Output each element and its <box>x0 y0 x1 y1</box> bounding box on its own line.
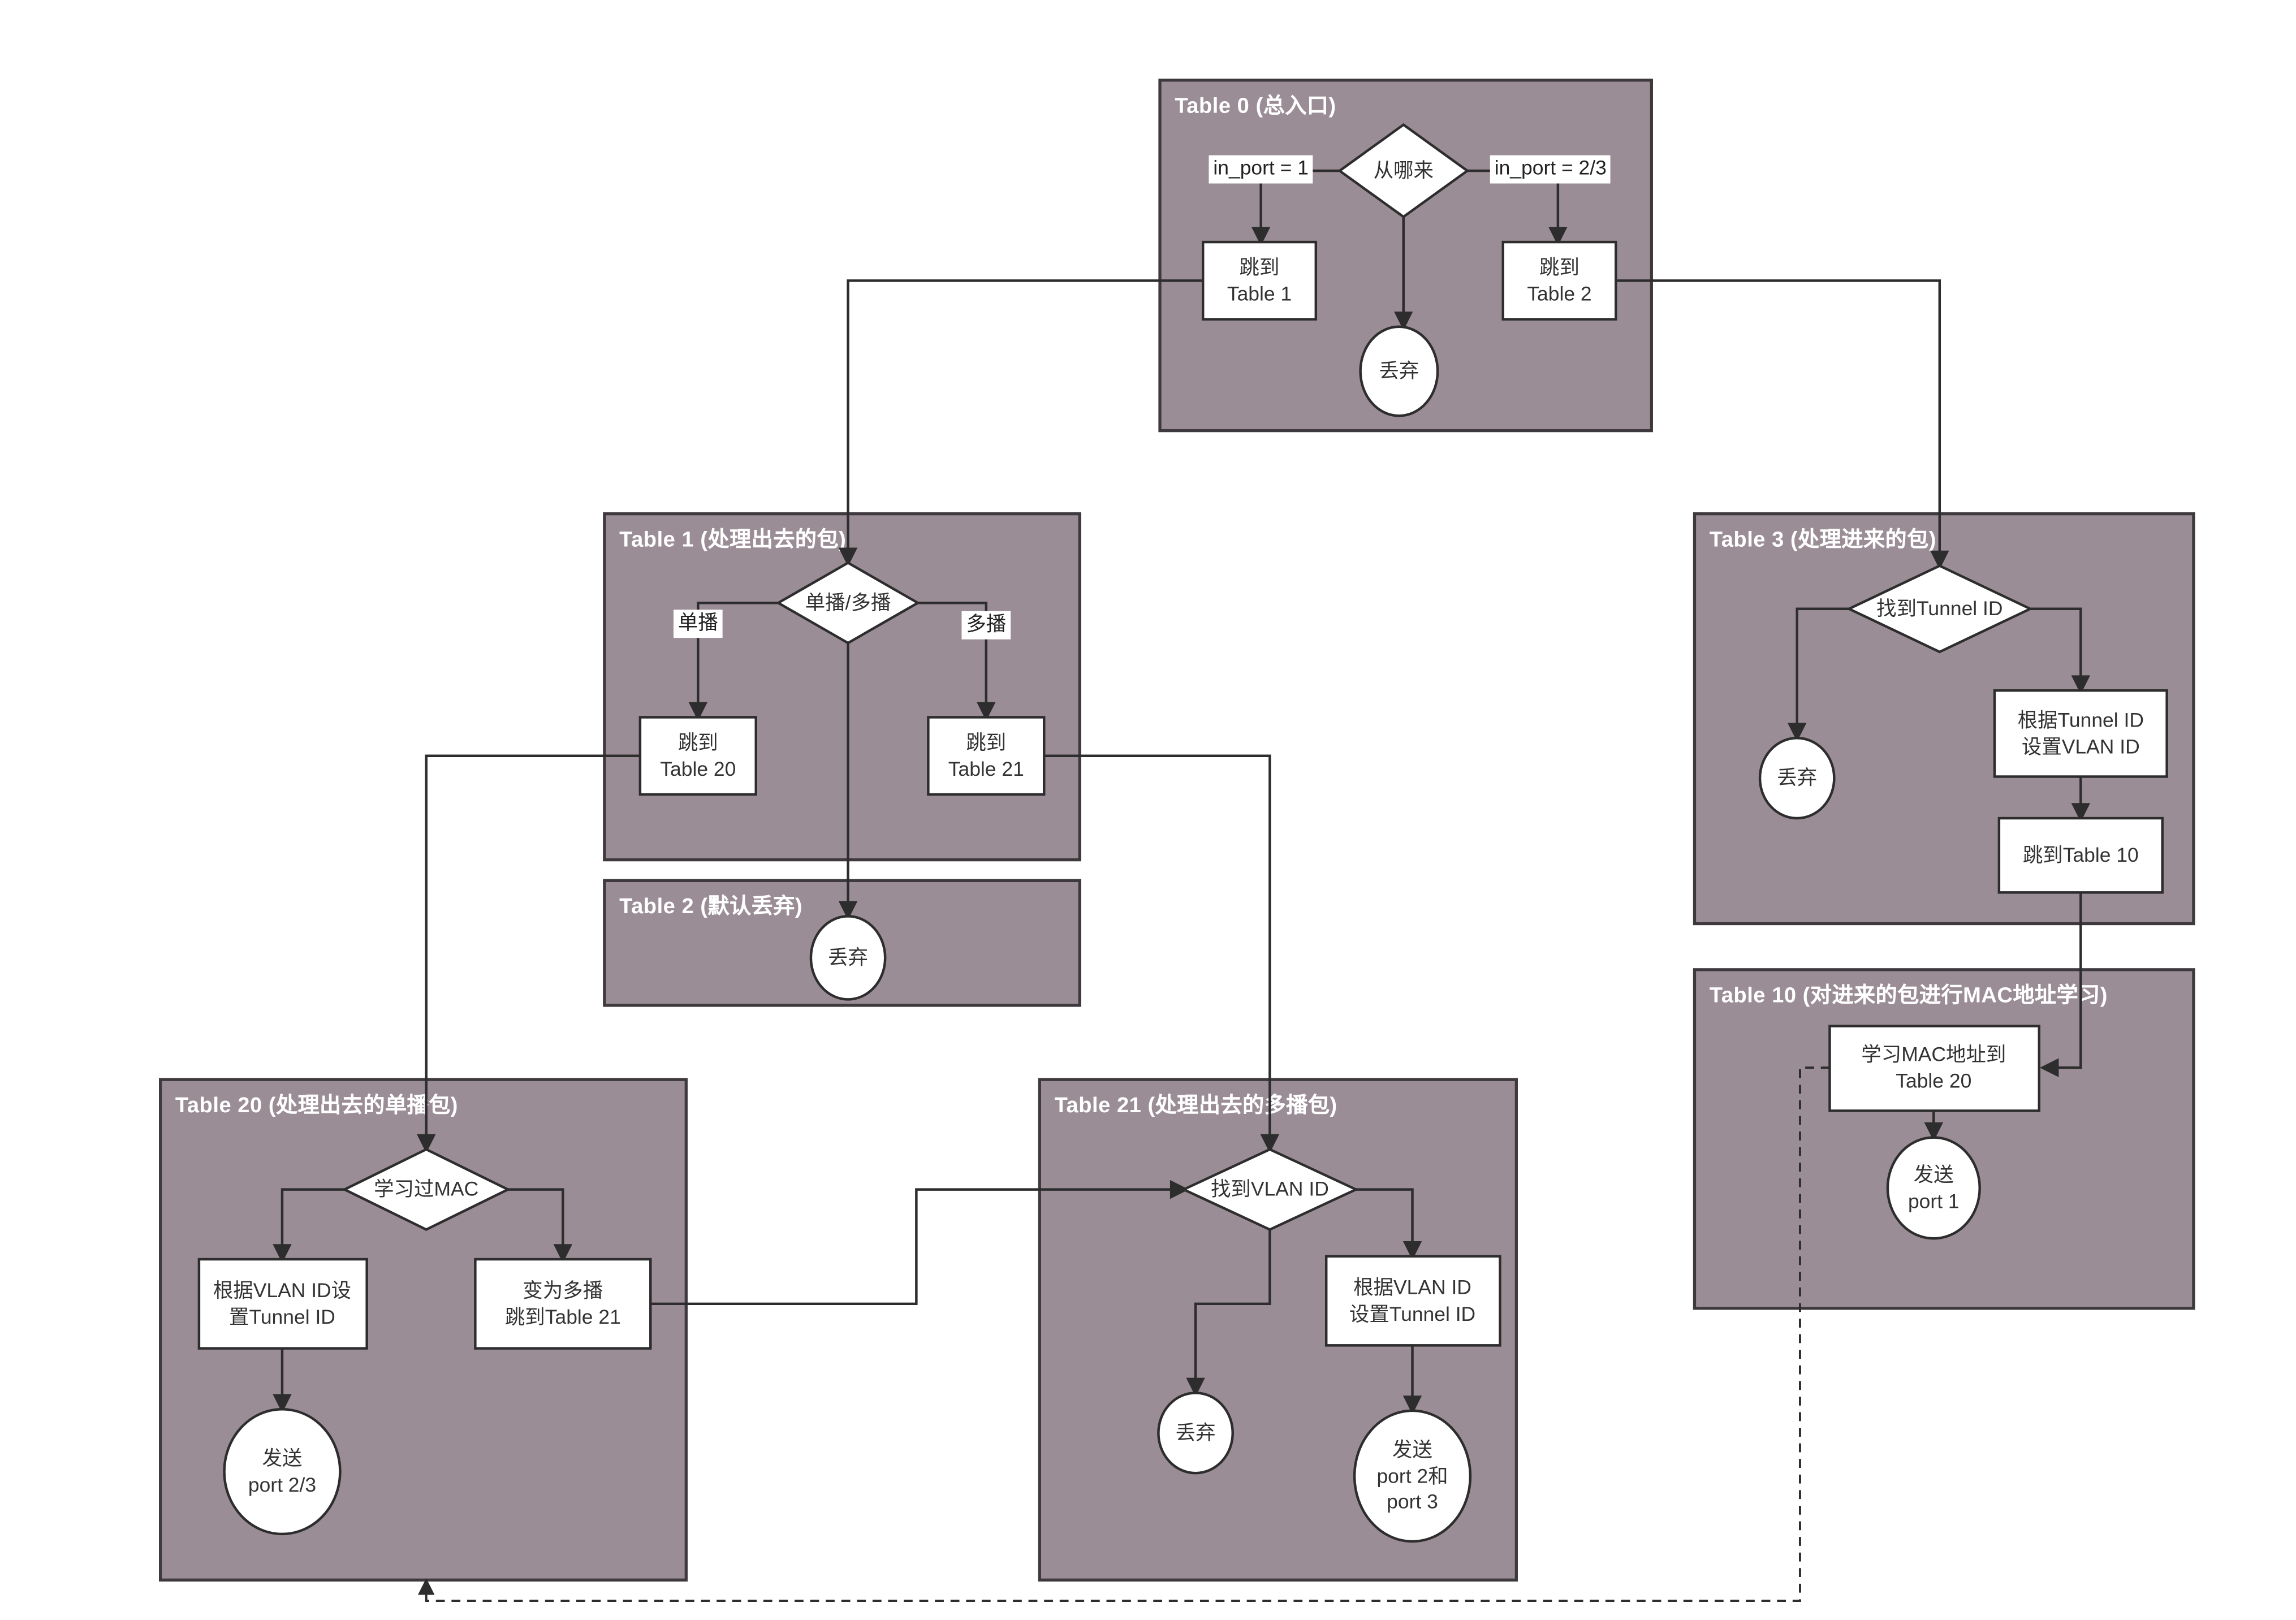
edge-t21-found-to-set-tunnel <box>1356 1188 1422 1260</box>
edge-label-in-port-1: in_port = 1 <box>1209 155 1313 184</box>
t21-set-tunnel-box <box>1324 1255 1501 1347</box>
t3-goto-table10-label: 跳到Table 10 <box>2022 844 2139 866</box>
t1-goto-table21-label: 跳到 Table 21 <box>948 731 1024 780</box>
t1-decision-diamond <box>775 561 921 645</box>
edge-goto-table21-to-t21-diamond <box>1044 754 1280 1154</box>
edge-label-in-port-23: in_port = 2/3 <box>1490 155 1611 184</box>
t20-to-multicast-label: 变为多播 跳到Table 21 <box>504 1279 621 1328</box>
t21-send-label: 发送 port 2和 port 3 <box>1376 1438 1448 1513</box>
t0-goto-table2-box <box>1501 240 1617 321</box>
table-10-title: Table 10 (对进来的包进行MAC地址学习) <box>1709 984 2108 1009</box>
edge-t1-unicast-branch <box>688 602 779 722</box>
t0-drop-circle <box>1359 325 1439 417</box>
edge-label-unicast: 单播 <box>673 610 723 638</box>
t1-goto-table20-label: 跳到 Table 20 <box>660 731 736 780</box>
table-21-title: Table 21 (处理出去的多播包) <box>1054 1094 1337 1118</box>
t21-drop-circle <box>1157 1392 1234 1475</box>
t21-decision-diamond <box>1180 1148 1360 1231</box>
t20-set-tunnel-label: 根据VLAN ID设 置Tunnel ID <box>213 1279 352 1328</box>
t2-drop-label: 丢弃 <box>828 946 869 969</box>
t3-set-vlan-box <box>1993 689 2168 778</box>
edge-t21-no-vlan-to-drop <box>1186 1229 1271 1397</box>
t20-decision-diamond <box>342 1148 511 1231</box>
t3-decision-label: 找到Tunnel ID <box>1876 597 2003 620</box>
edge-label-multicast: 多播 <box>961 611 1011 640</box>
t10-learn-mac-box <box>1828 1025 2041 1112</box>
edge-goto-table2-to-t3-diamond <box>1616 279 1949 570</box>
t1-goto-table20-box <box>638 716 757 796</box>
t3-goto-table10-box <box>1997 817 2164 894</box>
t3-set-vlan-label: 根据Tunnel ID 设置VLAN ID <box>2017 709 2144 758</box>
t21-decision-label: 找到VLAN ID <box>1210 1178 1329 1200</box>
t21-drop-label: 丢弃 <box>1175 1421 1216 1444</box>
edge-t1-multicast-branch <box>917 602 996 722</box>
t21-set-tunnel-label: 根据VLAN ID 设置Tunnel ID <box>1349 1276 1476 1325</box>
edge-goto-table20-to-t20-diamond <box>416 754 640 1154</box>
edge-t20-learned-to-set-tunnel <box>273 1188 345 1263</box>
table-1-title: Table 1 (处理出去的包) <box>619 528 847 552</box>
t20-decision-label: 学习过MAC <box>374 1178 479 1200</box>
t0-decision-label: 从哪来 <box>1373 159 1434 182</box>
t1-goto-table21-box <box>927 716 1046 796</box>
t0-decision-diamond <box>1337 123 1470 219</box>
t20-to-multicast-box <box>474 1258 652 1350</box>
t20-send-circle <box>223 1408 342 1536</box>
table-3-title: Table 3 (处理进来的包) <box>1709 528 1936 552</box>
t20-set-tunnel-box <box>197 1258 368 1350</box>
t10-learn-mac-label: 学习MAC地址到 Table 20 <box>1861 1043 2006 1092</box>
t10-send-port1-label: 发送 port 1 <box>1907 1163 1960 1212</box>
t0-goto-table2-label: 跳到 Table 2 <box>1527 256 1592 305</box>
edge-t3-found-to-set-vlan <box>2030 607 2091 694</box>
table-20-title: Table 20 (处理出去的单播包) <box>175 1094 459 1118</box>
t0-goto-table1-label: 跳到 Table 1 <box>1227 256 1292 305</box>
edge-t20-notlearned-to-multicast <box>508 1188 573 1263</box>
edge-dashed-feedback-learn-mac-to-table20 <box>417 1066 1830 1602</box>
t3-drop-circle <box>1758 736 1836 820</box>
t0-drop-label: 丢弃 <box>1379 360 1419 382</box>
t2-drop-circle <box>809 915 887 1001</box>
t20-send-label: 发送 port 2/3 <box>248 1447 317 1496</box>
t21-send-circle <box>1353 1409 1472 1543</box>
edge-goto-table10-to-learn-mac <box>2039 892 2082 1077</box>
t0-goto-table1-box <box>1201 240 1318 321</box>
t1-decision-label: 单播/多播 <box>805 591 891 614</box>
t3-decision-diamond <box>1846 564 2034 654</box>
edge-t3-no-tunnel-to-drop <box>1787 607 1849 742</box>
t3-drop-label: 丢弃 <box>1777 766 1818 789</box>
table-2-title: Table 2 (默认丢弃) <box>619 895 803 919</box>
edge-t20-multicast-to-t21-diamond <box>650 1180 1189 1306</box>
edge-goto-table1-to-t1-diamond <box>838 279 1203 567</box>
t10-send-port1-circle <box>1886 1136 1981 1240</box>
table-0-title: Table 0 (总入口) <box>1175 95 1336 119</box>
